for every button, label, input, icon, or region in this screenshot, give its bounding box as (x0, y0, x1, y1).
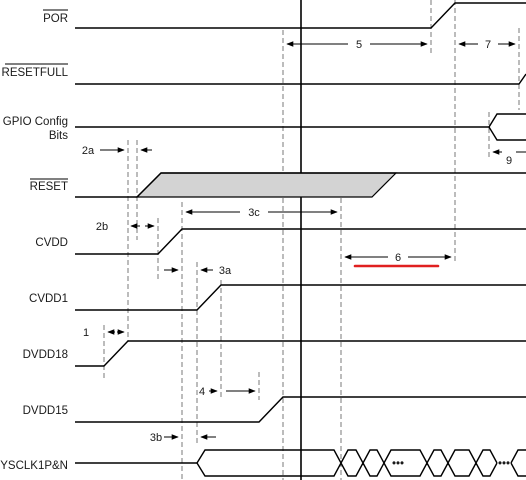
t6-label: 6 (395, 252, 401, 264)
dvdd18-waveform (75, 340, 526, 367)
reset-label: RESET (30, 181, 68, 193)
cvdd1-label: CVDD1 (29, 293, 68, 305)
dvdd15-label: DVDD15 (23, 405, 68, 417)
resetfull-waveform (75, 73, 526, 85)
cvdd-waveform (75, 228, 526, 255)
gpio-config-waveform (75, 113, 526, 128)
timing-arrows (100, 41, 526, 440)
t9-label: 9 (506, 155, 512, 167)
gpio-config-label: GPIO Config (3, 116, 68, 128)
sysclk-ellipsis-2: ••• (498, 458, 510, 470)
waveforms (75, 2, 526, 477)
guide-lines (103, 0, 520, 480)
gpio-config-waveform-lower (488, 126, 526, 141)
resetfull-label: RESETFULL (2, 67, 69, 79)
sysclk-waveform (196, 449, 526, 477)
t1-label: 1 (83, 327, 89, 339)
t4-label: 4 (199, 386, 205, 398)
por-waveform (75, 2, 526, 29)
por-label: POR (43, 13, 68, 25)
sysclk-ellipsis-1: ••• (392, 458, 404, 470)
t3c-label: 3c (248, 207, 260, 219)
reset-waveform (75, 172, 526, 198)
t7-label: 7 (485, 39, 491, 51)
dvdd15-waveform (75, 396, 526, 423)
cvdd-label: CVDD (35, 237, 68, 249)
dvdd18-label: DVDD18 (23, 349, 68, 361)
t5-label: 5 (356, 39, 362, 51)
t3b-label: 3b (150, 432, 162, 444)
t2a-label: 2a (82, 145, 95, 157)
t2b-label: 2b (96, 221, 108, 233)
gpio-config-label-bits: Bits (49, 130, 68, 142)
sysclk-label: SYSCLK1P&N (0, 460, 68, 472)
t3a-label: 3a (219, 265, 232, 277)
cvdd1-waveform (75, 284, 526, 311)
reset-undefined-region (135, 172, 398, 198)
